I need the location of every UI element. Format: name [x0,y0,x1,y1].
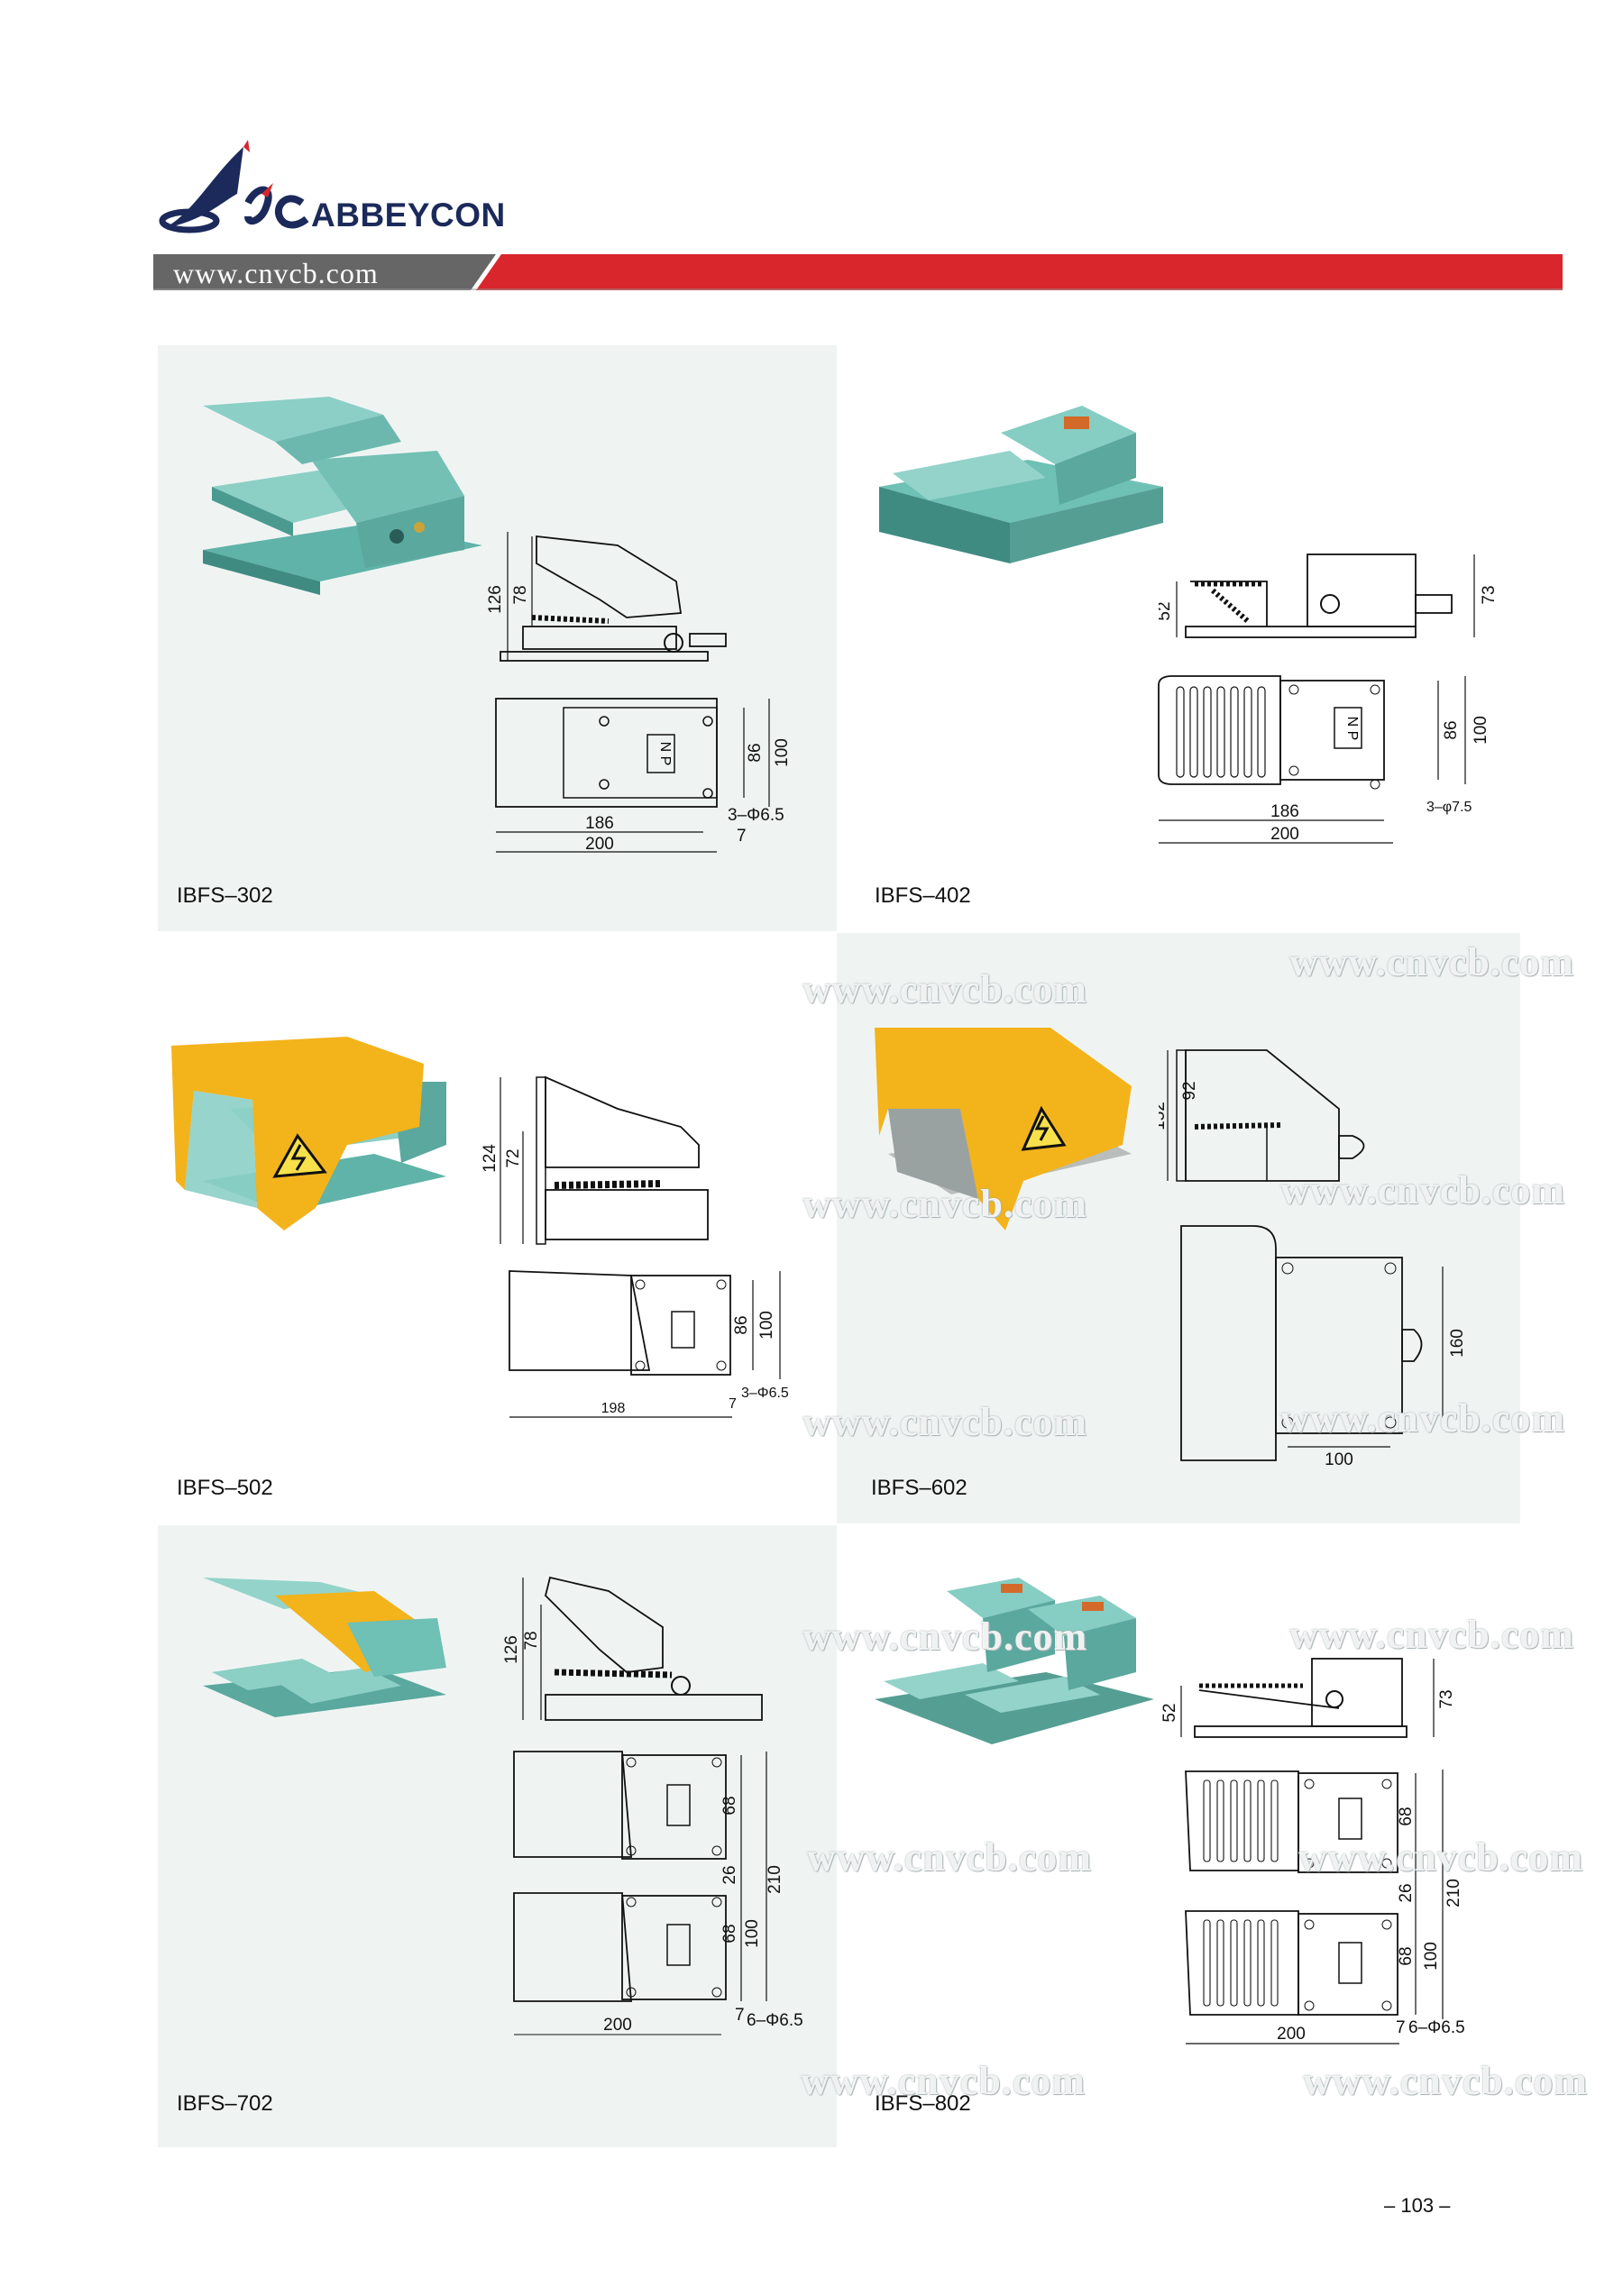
product-photo-802 [875,1578,1154,1744]
svg-text:72: 72 [504,1148,523,1167]
svg-text:7: 7 [735,2006,745,2025]
svg-text:52: 52 [1159,601,1174,620]
svg-text:68: 68 [720,1924,739,1943]
svg-text:73: 73 [1437,1689,1456,1708]
model-label-802: IBFS–802 [875,2091,971,2116]
svg-text:124: 124 [482,1144,500,1173]
top-drawing-402: N P 86 100 3–φ7.5 186 200 [1158,675,1490,844]
svg-text:N P: N P [1344,717,1360,741]
svg-text:210: 210 [766,1865,784,1894]
svg-text:3–Φ6.5: 3–Φ6.5 [741,1386,789,1401]
product-panel-302 [158,345,837,931]
svg-text:86: 86 [1442,720,1461,739]
dim-height-pedal: 78 [511,585,530,604]
product-photo-302 [203,397,482,595]
svg-text:92: 92 [1180,1081,1199,1100]
svg-text:152: 152 [1159,1102,1169,1130]
dim-height-total: 126 [486,585,505,614]
svg-text:186: 186 [585,814,614,833]
svg-text:200: 200 [603,2016,632,2035]
svg-text:52: 52 [1160,1703,1179,1722]
side-drawing-302: 126 78 [486,532,727,662]
watermark: www.cnvcb.com [802,1400,1088,1444]
svg-text:200: 200 [585,835,614,854]
side-drawing-702: 126 78 [502,1576,763,1721]
svg-text:7: 7 [1396,2018,1406,2037]
svg-text:100: 100 [773,738,792,767]
svg-text:26: 26 [720,1865,739,1884]
product-photo-702 [203,1578,446,1717]
svg-text:6–Φ6.5: 6–Φ6.5 [1408,2018,1465,2037]
watermark: www.cnvcb.com [802,967,1088,1011]
header-banner [153,254,1563,290]
svg-text:200: 200 [1277,2025,1306,2044]
side-drawing-602: 152 92 [1159,1049,1365,1182]
product-photo-402 [879,406,1163,563]
company-logo [159,140,309,233]
watermark: www.cnvcb.com [1280,1168,1566,1212]
svg-text:73: 73 [1480,585,1499,604]
svg-text:86: 86 [732,1315,751,1334]
product-panel-702 [158,1525,837,2147]
watermark: www.cnvcb.com [801,2059,1087,2103]
svg-text:68: 68 [1397,1807,1416,1825]
side-drawing-802: 52 73 [1160,1658,1456,1738]
svg-text:100: 100 [1422,1942,1441,1971]
watermark: www.cnvcb.com [802,1615,1088,1659]
svg-text:126: 126 [502,1635,521,1664]
top-drawing-802: 68 26 68 100 210 7 6–Φ6.5 200 [1185,1770,1465,2044]
watermark: www.cnvcb.com [1289,1613,1575,1657]
product-photo-502 [171,1037,446,1230]
svg-text:68: 68 [1397,1946,1416,1965]
svg-text:7: 7 [729,1396,737,1412]
watermark: www.cnvcb.com [1289,940,1575,984]
svg-text:6–Φ6.5: 6–Φ6.5 [747,2011,803,2030]
website-url[interactable]: www.cnvcb.com [173,257,379,289]
svg-text:7: 7 [737,827,747,846]
svg-text:186: 186 [1270,802,1299,821]
svg-text:68: 68 [720,1796,739,1815]
model-label-502: IBFS–502 [177,1476,273,1500]
watermark: www.cnvcb.com [807,1835,1093,1880]
watermark: www.cnvcb.com [1298,1835,1584,1880]
svg-text:100: 100 [1325,1450,1353,1469]
svg-text:100: 100 [743,1919,762,1948]
watermark: www.cnvcb.com [802,1182,1088,1226]
brand-name: ABBEYCON [311,197,506,233]
model-label-602: IBFS–602 [871,1476,967,1500]
svg-text:198: 198 [601,1401,626,1416]
svg-text:100: 100 [1472,716,1490,745]
svg-text:3–φ7.5: 3–φ7.5 [1426,800,1472,815]
top-drawing-602: 160 100 [1180,1225,1467,1469]
model-label-702: IBFS–702 [177,2091,273,2116]
svg-text:86: 86 [746,743,765,762]
page-number: – 103 – [1384,2194,1451,2217]
svg-text:200: 200 [1270,825,1299,844]
top-drawing-502: 86 100 3–Φ6.5 7 198 [509,1270,789,1418]
model-label-402: IBFS–402 [875,883,971,908]
svg-text:78: 78 [522,1631,541,1650]
name-plate: N P [657,742,673,766]
svg-text:3–Φ6.5: 3–Φ6.5 [728,806,784,825]
watermark: www.cnvcb.com [1280,1396,1566,1441]
top-drawing-302: N P 86 100 3–Φ6.5 186 7 200 [495,698,792,854]
side-drawing-402: 52 73 [1159,553,1499,638]
svg-text:100: 100 [757,1311,776,1340]
model-label-302: IBFS–302 [177,883,273,908]
top-drawing-702: 68 26 68 100 210 7 6–Φ6.5 200 [513,1751,803,2035]
svg-text:160: 160 [1448,1329,1467,1358]
svg-text:26: 26 [1397,1883,1416,1902]
side-drawing-502: 124 72 [482,1075,709,1245]
svg-text:210: 210 [1444,1879,1463,1907]
product-photo-602 [875,1028,1132,1230]
watermark: www.cnvcb.com [1303,2059,1589,2103]
